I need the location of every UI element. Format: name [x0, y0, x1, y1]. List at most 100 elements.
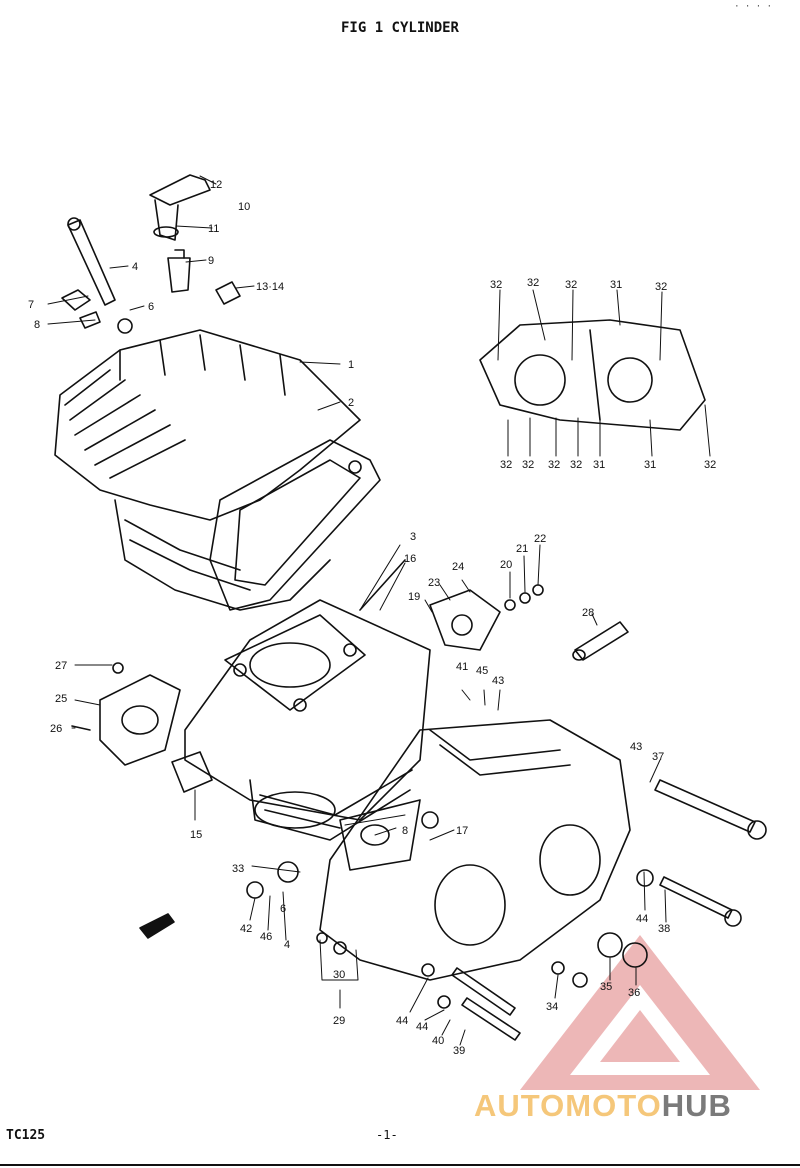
- part-label: 3: [410, 531, 416, 543]
- part-label: 31: [593, 459, 605, 471]
- part-label: 32: [565, 279, 577, 291]
- part-label: 32: [527, 277, 539, 289]
- page-number: -1-: [376, 1128, 398, 1142]
- part-label: 40: [432, 1035, 444, 1047]
- part-label: 43: [492, 675, 504, 687]
- part-label: 22: [534, 533, 546, 545]
- part-label: 32: [655, 281, 667, 293]
- part-label: 7: [28, 299, 34, 311]
- part-label: 29: [333, 1015, 345, 1027]
- part-label: 41: [456, 661, 468, 673]
- part-label: 32: [704, 459, 716, 471]
- part-label: 39: [453, 1045, 465, 1057]
- part-label: 38: [658, 923, 670, 935]
- bolt-40: [451, 967, 516, 1016]
- watermark-hub: HUB: [661, 1088, 732, 1123]
- part-label: 24: [452, 561, 464, 573]
- part-label: 11: [208, 223, 219, 235]
- base-gasket-leader: [359, 559, 406, 611]
- bolt-34: [572, 972, 588, 988]
- part-label: 30: [333, 969, 345, 981]
- spark-plug: [167, 249, 191, 293]
- part-label: 43: [630, 741, 642, 753]
- oil-seal-35: [597, 932, 623, 958]
- washer-44b: [421, 963, 435, 977]
- part-label: 44: [416, 1021, 428, 1033]
- part-label: 32: [522, 459, 534, 471]
- head-gasket: [209, 439, 381, 611]
- part-label: 12: [210, 179, 222, 191]
- stud-33: [277, 861, 299, 883]
- part-label: 42: [240, 923, 252, 935]
- watermark-logo: [520, 935, 760, 1090]
- through-bolt-38: [659, 876, 742, 927]
- part-label: 34: [546, 1001, 558, 1013]
- part-label: 32: [548, 459, 560, 471]
- cylinder-head: [54, 329, 361, 611]
- part-label: 33: [232, 863, 244, 875]
- crankcase: [319, 719, 631, 981]
- part-label: 28: [582, 607, 594, 619]
- exhaust-flange: [71, 662, 181, 766]
- part-label: 10: [238, 201, 250, 213]
- part-label: 36: [628, 987, 640, 999]
- figure-title: FIG 1 CYLINDER: [340, 20, 459, 36]
- oil-seal-36: [622, 942, 648, 968]
- part-number-labels: 1 2 3 16 4 6 7 8 9 10 11 12 13·14 15 17 …: [28, 179, 716, 1057]
- part-label: 31: [644, 459, 656, 471]
- washer-34: [551, 961, 565, 975]
- watermark-moto: MOTO: [565, 1088, 662, 1123]
- part-label: 2: [348, 397, 354, 409]
- bolt-39: [461, 997, 521, 1041]
- part-label: 4: [284, 939, 290, 951]
- through-bolt-37: [654, 779, 767, 840]
- part-label: 4: [132, 261, 138, 273]
- part-label: 26: [50, 723, 62, 735]
- part-label: 19: [408, 591, 420, 603]
- watermark-text: AUTOMOTOHUB: [474, 1088, 732, 1124]
- part-label: 8: [34, 319, 40, 331]
- washer-44: [636, 869, 654, 887]
- leader-lines: [47, 175, 711, 1046]
- part-label: 44: [396, 1015, 408, 1027]
- spark-plug-cap: [149, 174, 211, 241]
- part-label: 44: [636, 913, 648, 925]
- watermark-auto: AUTO: [474, 1088, 566, 1123]
- front-arrow-icon: [139, 913, 175, 939]
- part-label: 21: [516, 543, 528, 555]
- part-label: 27: [55, 660, 67, 672]
- part-label: 45: [476, 665, 488, 677]
- part-label: 25: [55, 693, 67, 705]
- part-label: 1: [348, 359, 354, 371]
- plug-cap-small: [215, 281, 241, 305]
- dowel-30: [333, 941, 347, 955]
- model-code: TC125: [6, 1128, 46, 1143]
- washer-44c: [437, 995, 451, 1009]
- part-label: 16: [404, 553, 416, 565]
- part-label: 6: [148, 301, 154, 313]
- part-label: 23: [428, 577, 440, 589]
- part-label: 13·14: [256, 281, 284, 293]
- part-label: 32: [500, 459, 512, 471]
- crankcase-half: [479, 319, 706, 431]
- part-label: 37: [652, 751, 664, 763]
- guide-plate: [171, 751, 213, 793]
- head-nut: [61, 289, 133, 334]
- part-label: 46: [260, 931, 272, 943]
- part-label: 20: [500, 559, 512, 571]
- stud-bolt: [67, 217, 116, 306]
- dowel-30b: [316, 932, 328, 944]
- part-label: 8: [402, 825, 408, 837]
- part-label: 9: [208, 255, 214, 267]
- part-label: 32: [570, 459, 582, 471]
- part-label: 17: [456, 825, 468, 837]
- part-label: 6: [280, 903, 286, 915]
- part-label: 15: [190, 829, 202, 841]
- cylinder-block: [184, 599, 431, 841]
- part-label: 35: [600, 981, 612, 993]
- part-label: 32: [490, 279, 502, 291]
- bolt-42: [246, 881, 264, 899]
- part-label: 31: [610, 279, 622, 291]
